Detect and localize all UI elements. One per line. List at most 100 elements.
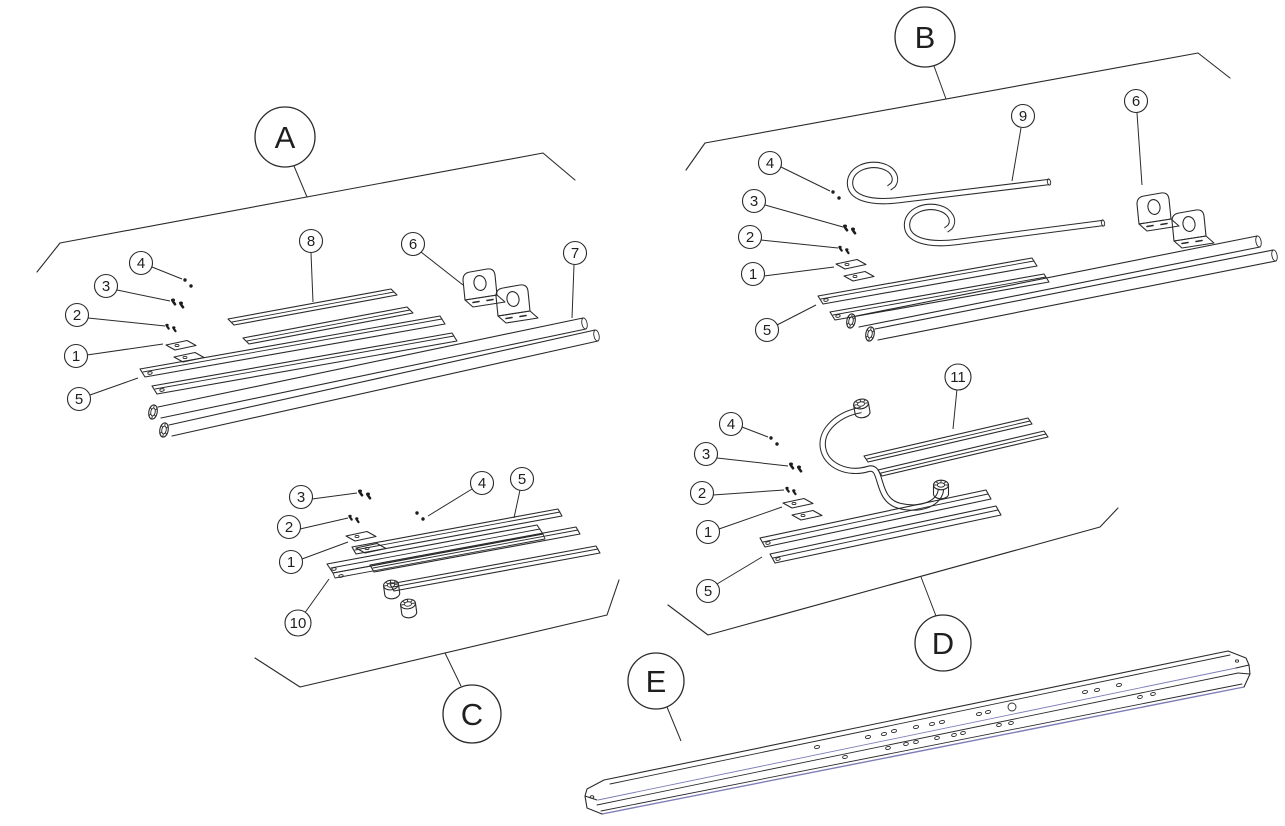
part-d3-nuts: [789, 463, 801, 472]
callout-b9-label: 9: [1019, 108, 1027, 125]
part-a7-tubes: [147, 317, 600, 439]
balloon-d-leader: [920, 576, 937, 617]
callout-a8[interactable]: [298, 228, 324, 254]
part-c2-bolts: [348, 515, 358, 522]
balloon-b-leader: [933, 65, 947, 100]
balloon-a-leader: [293, 165, 308, 198]
part-a6-bracket-2: [495, 284, 539, 324]
part-c4-screws: [415, 511, 425, 521]
callout-a3-label: 3: [102, 278, 110, 295]
balloon-b[interactable]: [894, 6, 956, 68]
callout-c3[interactable]: [288, 484, 314, 510]
callout-b4[interactable]: [757, 150, 783, 176]
balloon-b-label: B: [915, 20, 936, 55]
part-a4-screws: [183, 278, 193, 288]
balloon-a-label: A: [275, 120, 296, 155]
callout-a4[interactable]: [128, 250, 154, 276]
section-c: C 3: [254, 466, 620, 744]
part-d1-plates: [782, 497, 823, 521]
callout-b2[interactable]: [737, 224, 763, 250]
part-c5-rails: [351, 508, 601, 620]
callout-c5[interactable]: [509, 466, 535, 492]
callout-b1[interactable]: [740, 261, 766, 287]
callout-a5[interactable]: [66, 386, 92, 412]
balloon-c-leader: [444, 652, 462, 687]
callout-a7-label: 7: [571, 245, 579, 262]
callout-b6-label: 6: [1132, 93, 1140, 110]
callout-a2[interactable]: [64, 302, 90, 328]
callout-c5-label: 5: [518, 471, 526, 488]
callout-b4-label: 4: [766, 155, 774, 172]
balloon-e[interactable]: [627, 652, 685, 710]
callout-c4-label: 4: [478, 475, 486, 492]
callout-a7[interactable]: [562, 240, 588, 266]
section-d: D: [667, 363, 1119, 672]
callouts-c: 3 2 1 10 4 5: [276, 466, 535, 637]
callout-a6-label: 6: [409, 236, 417, 253]
callout-d2-label: 2: [698, 485, 706, 502]
callout-c1[interactable]: [278, 549, 304, 575]
balloon-a[interactable]: [254, 106, 316, 168]
part-a6-bracket-1: [462, 268, 506, 308]
callout-d11[interactable]: [944, 363, 972, 391]
section-b: B: [685, 6, 1278, 343]
part-b9-j-hooks: [846, 161, 1106, 247]
callout-d5[interactable]: [695, 578, 721, 604]
callout-c10-label: 10: [290, 615, 307, 632]
callout-a8-label: 8: [307, 233, 315, 250]
balloon-d-label: D: [932, 626, 954, 661]
callouts-d: 4 3 2 1 5 11: [689, 363, 972, 604]
balloon-e-leader: [666, 706, 682, 742]
callout-b1-label: 1: [749, 266, 757, 283]
part-b2-bolts: [838, 246, 848, 253]
callout-c10[interactable]: [284, 609, 312, 637]
bar-front-holes: [842, 692, 1156, 759]
callout-c1-label: 1: [287, 554, 295, 571]
callout-a1[interactable]: [63, 343, 89, 369]
callout-c2-label: 2: [285, 519, 293, 536]
callout-d1-label: 1: [704, 524, 712, 541]
balloon-c-highlighted[interactable]: [442, 684, 502, 744]
callout-d11-label: 11: [950, 369, 966, 386]
callout-b9[interactable]: [1010, 103, 1036, 129]
balloon-c-label: C: [461, 697, 483, 732]
callouts-b: 4 3 2 1 5 9 6: [737, 88, 1149, 343]
part-b6-bracket-2: [1171, 209, 1215, 249]
callout-a1-label: 1: [72, 348, 80, 365]
part-e-channel-bar: [584, 650, 1251, 815]
callout-b5[interactable]: [754, 317, 780, 343]
part-a2-bolts: [165, 324, 175, 331]
callout-d3[interactable]: [693, 441, 719, 467]
part-c3-nuts: [358, 490, 370, 499]
callout-c3-label: 3: [297, 489, 305, 506]
callout-a2-label: 2: [73, 307, 81, 324]
section-c-boundary: [254, 579, 620, 688]
callout-d4[interactable]: [718, 411, 744, 437]
callout-c2[interactable]: [276, 514, 302, 540]
part-a5-rails: [139, 315, 458, 395]
callout-a6[interactable]: [400, 231, 426, 257]
part-d11-s-tube-rails: [819, 397, 1049, 511]
callout-d1[interactable]: [695, 519, 721, 545]
callout-a3[interactable]: [93, 273, 119, 299]
part-b1-plates: [835, 258, 875, 282]
callout-a4-label: 4: [137, 255, 145, 272]
callout-b3[interactable]: [741, 188, 767, 214]
callout-d4-label: 4: [727, 416, 735, 433]
callout-d5-label: 5: [704, 583, 712, 600]
part-a8-flat-bars: [227, 288, 414, 345]
section-a: A: [36, 106, 600, 439]
callout-b6[interactable]: [1123, 88, 1149, 114]
balloon-d[interactable]: [914, 614, 972, 672]
callouts-a: 4 3 2 1 5 8 6 7: [63, 228, 588, 412]
callout-d2[interactable]: [689, 480, 715, 506]
balloon-e-label: E: [646, 664, 667, 699]
part-c10-rail: [326, 524, 546, 579]
section-b-boundary: [685, 52, 1231, 171]
part-d2-bolts: [785, 487, 795, 494]
callout-c4[interactable]: [469, 470, 495, 496]
bar-top-holes: [813, 682, 1123, 750]
part-b5-rails: [817, 235, 1278, 343]
